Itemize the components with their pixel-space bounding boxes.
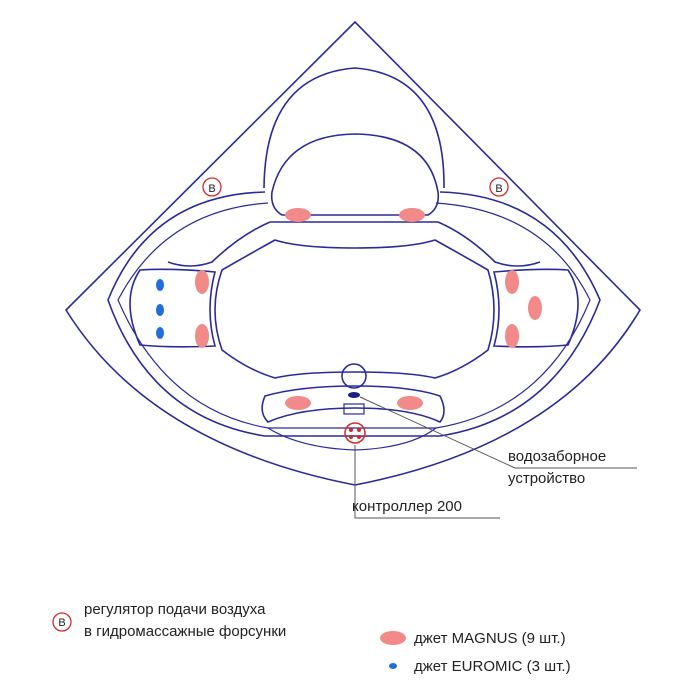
controller-dot-3 [349, 435, 353, 439]
regulator-icon-right [489, 177, 509, 197]
right-side-pad [492, 268, 579, 348]
euromic-jet [156, 304, 164, 316]
inner-basin [214, 239, 495, 379]
left-side-pad [129, 268, 217, 348]
controller-icon [344, 422, 366, 444]
intake-label-line2: устройство [508, 470, 585, 487]
bottom-seat [261, 385, 445, 423]
euromic-jet [156, 279, 164, 291]
tub-rim-middle [117, 202, 591, 429]
legend-regulator-symbol: B [58, 617, 65, 629]
regulator-icon-left [202, 177, 222, 197]
magnus-jet [195, 324, 209, 348]
legend-regulator-icon [52, 612, 72, 632]
intake-device [341, 363, 367, 389]
controller-leader-line [354, 445, 500, 519]
headrest-dome [263, 67, 445, 189]
legend-magnus-label: джет MAGNUS (9 шт.) [414, 630, 566, 647]
regulator-symbol-left: B [208, 183, 215, 195]
legend-regulator-line2: в гидромассажные форсунки [84, 623, 286, 640]
magnus-jet [285, 396, 311, 410]
intake-leader-line [359, 396, 637, 469]
controller-label: контроллер 200 [352, 498, 462, 515]
magnus-jet [528, 296, 542, 320]
controller-dot-4 [357, 435, 361, 439]
magnus-jet [397, 396, 423, 410]
intake-label-line1: водозаборное [508, 448, 606, 465]
magnus-jet [195, 270, 209, 294]
top-seat-left [167, 221, 271, 267]
headrest-inner [270, 133, 440, 216]
euromic-jet [156, 327, 164, 339]
legend-magnus-swatch [380, 631, 406, 645]
intake-bracket [343, 403, 365, 415]
intake-device-dot [348, 392, 360, 398]
magnus-jet [399, 208, 425, 222]
magnus-jet [505, 324, 519, 348]
controller-dot-1 [349, 428, 353, 432]
magnus-jet [285, 208, 311, 222]
regulator-symbol-right: B [495, 183, 502, 195]
legend-euromic-swatch [389, 663, 397, 669]
magnus-jet [505, 270, 519, 294]
top-seat [270, 221, 541, 267]
legend-regulator-line1: регулятор подачи воздуха [84, 601, 266, 618]
controller-dot-2 [357, 428, 361, 432]
tub-outer-outline [64, 20, 642, 486]
legend-euromic-label: джет EUROMIC (3 шт.) [414, 658, 571, 675]
